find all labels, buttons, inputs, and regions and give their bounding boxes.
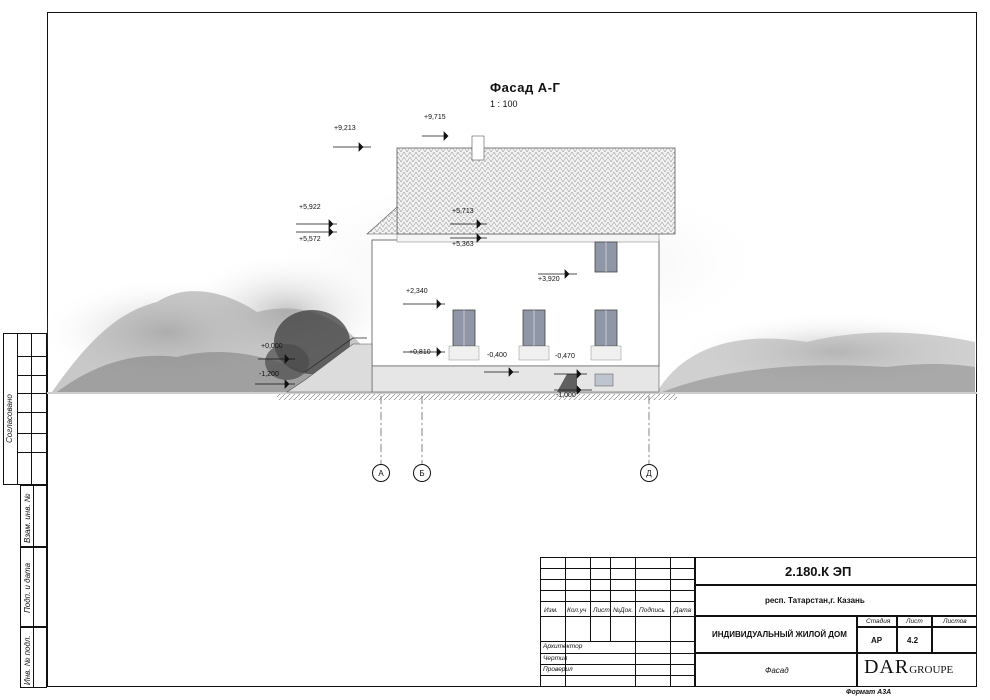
level-label: +5,572 [299,236,321,243]
project-location: респ. Татарстан,г. Казань [765,596,865,605]
header-list: Лист [593,607,610,614]
header-ndok: №Док. [613,607,634,614]
sign-date-label: Подп. и дата [23,562,32,613]
role-architect: Архитектор [543,643,583,650]
facade-drawing [47,131,977,464]
drawing-title: Фасад А-Г [490,80,561,95]
project-code: 2.180.К ЭП [785,564,852,579]
company-logo: DARGROUPE [864,656,953,679]
sheet-label: Лист [906,618,923,625]
header-podp: Подпись [639,607,665,614]
inv-label: Инв. № подл. [23,635,32,685]
project-name: ИНДИВИДУАЛЬНЫЙ ЖИЛОЙ ДОМ [712,630,847,639]
logo-main: DAR [864,656,910,678]
header-data: Дата [674,607,692,614]
level-label: +5,713 [452,208,474,215]
level-label: +2,340 [406,288,428,295]
level-label: +3,920 [538,276,560,283]
sheet-name: Фасад [765,666,789,675]
level-label: +9,715 [424,114,446,121]
axis-marker-a: А [372,464,390,482]
level-label: -0,400 [487,352,507,359]
level-label: -1,000 [556,392,576,399]
sheet-value: 4.2 [907,636,919,645]
drawing-scale: 1 : 100 [490,99,518,109]
title-block: Изм. Кол.уч Лист №Док. Подпись Дата Архи… [540,557,977,687]
header-kol: Кол.уч [567,607,587,614]
sheets-label: Листов [943,618,967,625]
level-label: +0,810 [409,349,431,356]
axis-marker-d: Д [640,464,658,482]
level-label: -1,200 [259,371,279,378]
stage-label: Стадия [866,618,891,625]
level-markers [255,131,592,395]
role-checked: Проверил [543,666,573,673]
level-label: +0,000 [261,343,283,350]
axis-marker-b: Б [413,464,431,482]
level-label: +9,213 [334,125,356,132]
level-label: -0,470 [555,353,575,360]
agreed-label: Согласовано [5,394,14,443]
stage-value: АР [871,636,883,645]
level-label: +5,363 [452,241,474,248]
side-stamp: Согласовано Взам. инв. № Подп. и дата Ин… [3,333,47,688]
house-facade [277,135,677,464]
level-label: +5,922 [299,204,321,211]
agreed-cell [3,333,47,485]
sheet-format: Формат А3А [846,689,892,696]
role-drew: Чертил [543,655,568,662]
header-izm: Изм. [544,607,558,614]
replaced-label: Взам. инв. № [23,493,32,543]
logo-sub: GROUPE [909,664,954,676]
